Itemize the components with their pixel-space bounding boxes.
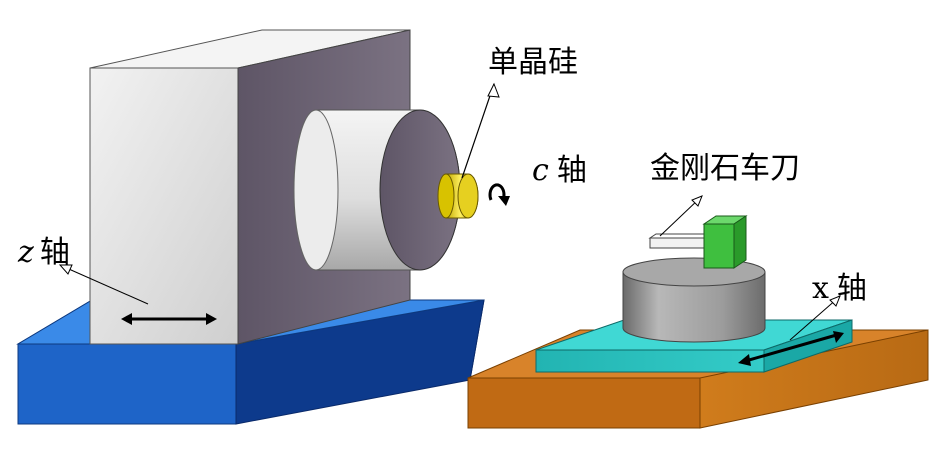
silicon-workpiece [437, 173, 479, 219]
double-arrow-icon [121, 313, 217, 325]
spindle-assembly [16, 29, 510, 425]
tool-label: 金刚石车刀 [650, 151, 800, 186]
x-axis-pointer [789, 295, 841, 341]
double-arrow-icon [738, 331, 844, 366]
x-axis-var: x [812, 271, 829, 306]
c-axis-var: c [532, 153, 549, 188]
z-axis-var: z [17, 235, 34, 270]
rotation-arrow-icon [488, 183, 510, 206]
c-axis-word: 轴 [557, 153, 587, 188]
turntable [622, 257, 766, 343]
chuck-cylinder [293, 109, 461, 271]
silicon-pointer [461, 82, 500, 179]
z-axis-pointer [58, 264, 149, 305]
z-axis-word: 轴 [40, 235, 70, 270]
x-axis-word: 轴 [837, 271, 867, 306]
silicon-label: 单晶硅 [488, 45, 578, 80]
tool-pointer [659, 195, 703, 237]
tool-assembly [467, 195, 929, 429]
tool-holder [648, 215, 748, 269]
